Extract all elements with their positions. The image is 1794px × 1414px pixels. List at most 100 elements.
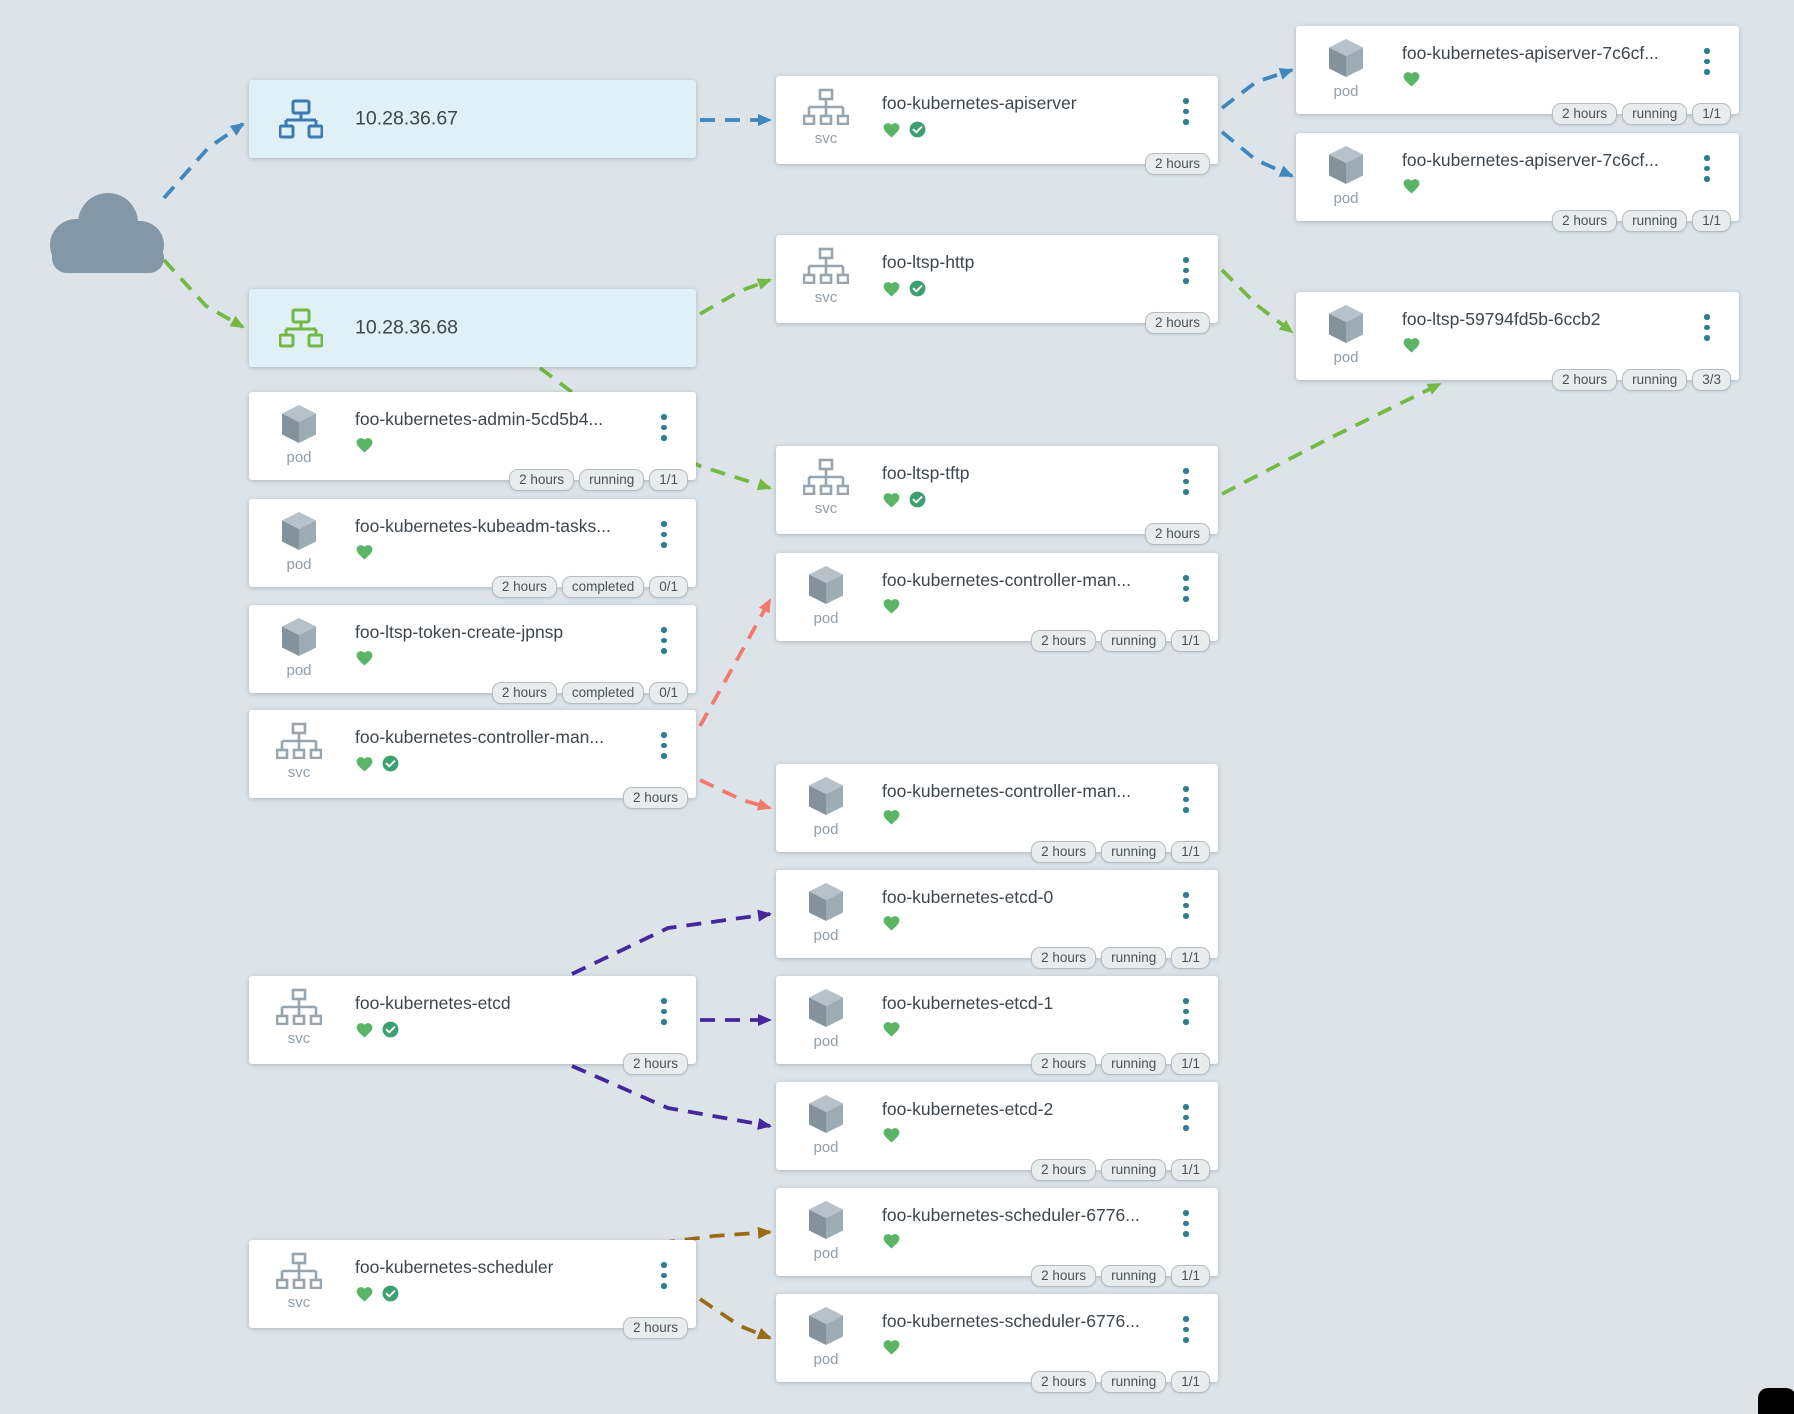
kebab-menu-icon[interactable] [1702, 48, 1712, 75]
status-badge: 1/1 [1171, 1371, 1210, 1393]
kebab-menu-icon[interactable] [1181, 998, 1191, 1025]
pod-card-pod-apiserver-1[interactable]: pod foo-kubernetes-apiserver-7c6cf... 2 … [1296, 26, 1739, 125]
svc-card-svc-scheduler[interactable]: svc foo-kubernetes-scheduler 2 hours [249, 1240, 696, 1339]
health-icons [355, 543, 374, 561]
health-icons [355, 754, 400, 773]
status-badge: 1/1 [1171, 630, 1210, 652]
status-badge: 2 hours [491, 576, 557, 598]
host-network-icon [279, 308, 323, 348]
kebab-menu-icon[interactable] [659, 521, 669, 548]
resource-icon-wrap: pod [1320, 38, 1372, 100]
status-badge: 2 hours [622, 1317, 688, 1339]
kebab-menu-icon[interactable] [1702, 314, 1712, 341]
graph-edge-svc-scheduler-to-pod-scheduler-1 [659, 1226, 772, 1245]
health-icons [355, 436, 374, 454]
kebab-menu-icon[interactable] [659, 414, 669, 441]
svc-card-svc-apiserver[interactable]: svc foo-kubernetes-apiserver 2 hours [776, 76, 1218, 175]
resource-type-label: pod [813, 927, 839, 944]
svc-card-svc-controller[interactable]: svc foo-kubernetes-controller-man... 2 h… [249, 710, 696, 809]
pod-card-pod-kubeadm[interactable]: pod foo-kubernetes-kubeadm-tasks... 2 ho… [249, 499, 696, 598]
kebab-menu-icon[interactable] [1181, 1104, 1191, 1131]
status-badge: 2 hours [1031, 841, 1097, 863]
pod-card-pod-controller-2[interactable]: pod foo-kubernetes-controller-man... 2 h… [776, 764, 1218, 863]
resource-icon-wrap: pod [1320, 145, 1372, 207]
kebab-menu-icon[interactable] [1181, 98, 1191, 125]
heart-icon [882, 808, 901, 826]
health-icons [882, 490, 927, 509]
status-badge: 2 hours [1031, 1371, 1097, 1393]
heart-icon [355, 436, 374, 454]
kebab-menu-icon[interactable] [1702, 155, 1712, 182]
pod-card-pod-controller-1[interactable]: pod foo-kubernetes-controller-man... 2 h… [776, 553, 1218, 652]
svc-card-svc-etcd[interactable]: svc foo-kubernetes-etcd 2 hours [249, 976, 696, 1075]
heart-icon [1402, 70, 1421, 88]
health-icons [882, 914, 901, 932]
heart-icon [355, 1285, 374, 1303]
kebab-menu-icon[interactable] [659, 627, 669, 654]
kebab-menu-icon[interactable] [1181, 1210, 1191, 1237]
check-icon [908, 279, 927, 298]
resource-type-label: svc [814, 289, 838, 306]
heart-icon [355, 543, 374, 561]
kebab-menu-icon[interactable] [1181, 892, 1191, 919]
pod-cube-icon [280, 405, 318, 448]
status-badge: 2 hours [622, 787, 688, 809]
kebab-menu-icon[interactable] [1181, 1316, 1191, 1343]
graph-edge-svc-ltsp-tftp-to-pod-ltsp [1221, 382, 1442, 496]
kebab-menu-icon[interactable] [1181, 786, 1191, 813]
resource-icon-wrap: pod [800, 988, 852, 1050]
health-icons [882, 1338, 901, 1356]
pod-cube-icon [807, 1095, 845, 1138]
resource-icon-wrap: pod [800, 882, 852, 944]
pod-card-pod-scheduler-1[interactable]: pod foo-kubernetes-scheduler-6776... 2 h… [776, 1188, 1218, 1287]
graph-edge-host-68-to-svc-ltsp-http [699, 278, 772, 316]
svc-card-svc-ltsp-tftp[interactable]: svc foo-ltsp-tftp 2 hours [776, 446, 1218, 545]
cloud-node[interactable] [46, 183, 168, 288]
status-badge: 3/3 [1692, 369, 1731, 391]
heart-icon [355, 755, 374, 773]
check-icon [381, 1020, 400, 1039]
kebab-menu-icon[interactable] [659, 1262, 669, 1289]
pod-card-pod-apiserver-2[interactable]: pod foo-kubernetes-apiserver-7c6cf... 2 … [1296, 133, 1739, 232]
pod-cube-icon [1327, 146, 1365, 189]
kebab-menu-icon[interactable] [659, 998, 669, 1025]
resource-icon-wrap: svc [273, 1252, 325, 1311]
resource-type-label: pod [813, 1139, 839, 1156]
kebab-menu-icon[interactable] [1181, 257, 1191, 284]
status-badge: 2 hours [1144, 523, 1210, 545]
kebab-menu-icon[interactable] [1181, 468, 1191, 495]
status-badge: 1/1 [1171, 947, 1210, 969]
resource-icon-wrap: pod [273, 404, 325, 466]
host-card-host-67[interactable]: 10.28.36.67 [249, 80, 696, 158]
health-icons [882, 279, 927, 298]
kebab-menu-icon[interactable] [1181, 575, 1191, 602]
pod-card-pod-admin[interactable]: pod foo-kubernetes-admin-5cd5b4... 2 hou… [249, 392, 696, 491]
resource-icon-wrap: svc [800, 88, 852, 147]
resource-type-label: svc [814, 130, 838, 147]
resource-title: foo-kubernetes-etcd-1 [882, 993, 1054, 1013]
heart-icon [882, 1126, 901, 1144]
resource-title: foo-ltsp-tftp [882, 463, 970, 483]
pod-cube-icon [280, 512, 318, 555]
resource-icon-wrap: pod [273, 617, 325, 679]
svc-card-svc-ltsp-http[interactable]: svc foo-ltsp-http 2 hours [776, 235, 1218, 334]
health-icons [882, 120, 927, 139]
status-badge: running [1101, 1053, 1167, 1075]
resource-icon-wrap: pod [800, 565, 852, 627]
service-icon [275, 1252, 323, 1293]
status-badge: running [1101, 630, 1167, 652]
pod-cube-icon [807, 777, 845, 820]
kebab-menu-icon[interactable] [659, 732, 669, 759]
host-card-host-68[interactable]: 10.28.36.68 [249, 289, 696, 367]
pod-card-pod-scheduler-2[interactable]: pod foo-kubernetes-scheduler-6776... 2 h… [776, 1294, 1218, 1393]
status-badge: running [579, 469, 645, 491]
resource-type-label: pod [813, 1351, 839, 1368]
resource-title: foo-kubernetes-controller-man... [882, 570, 1131, 590]
